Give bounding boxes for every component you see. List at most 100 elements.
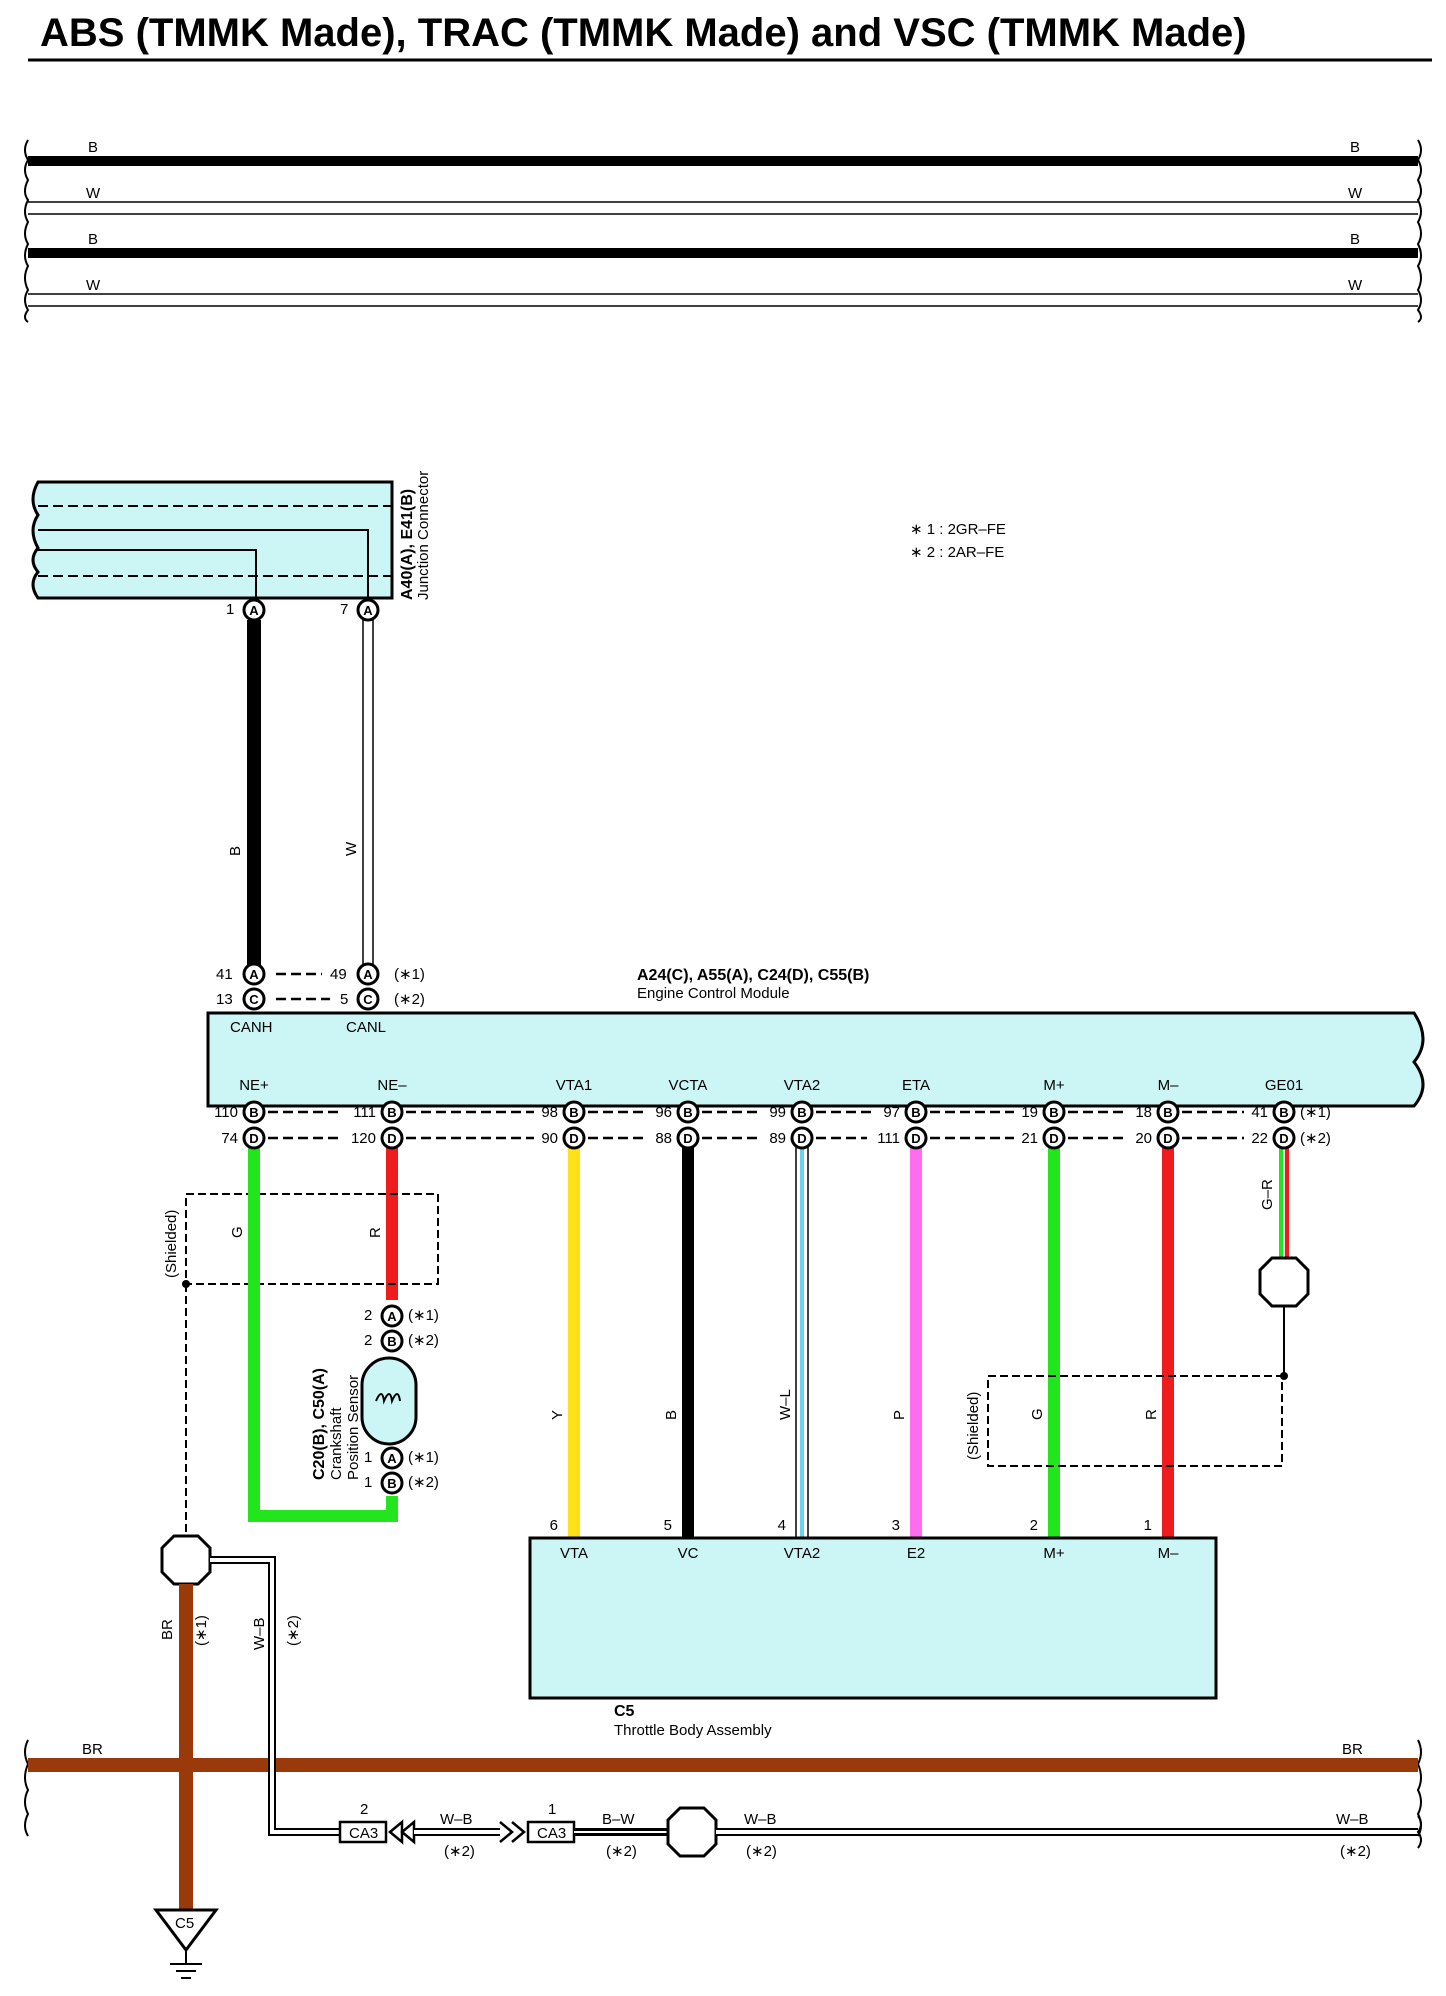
wire-color-label: G [229,1226,246,1238]
can-h-wire [247,620,261,966]
ecm-pin-row1-7: B [1156,1100,1180,1124]
pin-circle [1156,1126,1180,1150]
pin-letter: D [683,1131,692,1146]
ecm-box [206,1011,1425,1108]
ecm-pin-row2-2: D [562,1126,586,1150]
pin-circle [380,1100,404,1124]
ecm-pin-row2-0: D [242,1126,266,1150]
ecm-pin-row2-6: D [1042,1126,1066,1150]
wb-wire-color: W–B [251,1617,268,1650]
ecm-pin-num-row1-1: 111 [353,1104,376,1121]
ecm-pin-num-row2-2: 90 [541,1130,558,1147]
pin-letter: B [249,1105,258,1120]
pin-circle [242,598,266,622]
can-l-wire [362,619,374,967]
junction-pin-1: 1 [226,601,234,618]
bus-break-left [24,1739,30,1837]
pin-letter: D [797,1131,806,1146]
pin-letter: D [249,1131,258,1146]
wire-color-label: Y [549,1410,566,1420]
ground-c5: C5 [153,1908,219,1979]
ecm-name: Engine Control Module [637,985,790,1002]
wire-color-label: B [663,1410,680,1420]
sensor-code: C20(B), C50(A) [311,1368,328,1480]
ground-wire-color: BR [159,1619,176,1640]
wire-color-7: R [1143,1409,1160,1420]
tb-pin-0: 6 [550,1517,558,1534]
tb-terminal-2: VTA2 [784,1545,820,1562]
wire-2 [568,1130,580,1538]
page-title: ABS (TMMK Made), TRAC (TMMK Made) and VS… [40,11,1247,55]
sensor-pin-1b-circle: B [380,1471,404,1495]
ecm-pin-row2-5: D [904,1126,928,1150]
bottom-bus: BR BR [24,1739,1422,1837]
sensor-pin-1b-note: (∗2) [408,1474,439,1491]
wire-color-6: G [1029,1408,1046,1420]
ecm-pin-num-row1-0: 110 [214,1104,238,1121]
ecm-code: A24(C), A55(A), C24(D), C55(B) [637,967,869,984]
ecm-terminal-7: M– [1158,1077,1179,1094]
ca3-pin-1: 1 [548,1801,556,1818]
wire-color-label: R [367,1227,384,1238]
pin-circle [380,1126,404,1150]
ecm-pin-41-a: A [242,962,266,986]
tb-terminal-1: VC [678,1545,699,1562]
bus-label-br-right: BR [1342,1741,1363,1758]
wire-color-label: G–R [1259,1179,1276,1210]
bus-label-b2-left: B [88,231,98,248]
ecm-pin-41: 41 [216,966,233,983]
wire-3 [682,1130,694,1538]
ecm-pin-row1-8: B [1272,1100,1296,1124]
wb-bus-color-right: W–B [1336,1811,1369,1828]
tb-terminal-5: M– [1158,1545,1179,1562]
tb-terminal-4: M+ [1043,1545,1064,1562]
tb-terminal-0: VTA [560,1545,588,1562]
ecm-terminal-1: NE– [377,1077,407,1094]
pin-letter: D [569,1131,578,1146]
wb-bus: W–B (∗2) W–B (∗2) [716,1811,1422,1860]
ca3-pin-2: 2 [360,1801,368,1818]
ca3-female-icon [388,1819,416,1845]
ecm-pin-num-row2-5: 111 [877,1130,900,1147]
pin-circle [562,1126,586,1150]
wire-color-label: R [1143,1409,1160,1420]
pin-circle [242,1126,266,1150]
bw-wire-note: (∗2) [606,1843,637,1860]
can-l-wire-color: W [343,841,360,856]
pin-circle [242,1100,266,1124]
pin-letter: A [249,967,259,982]
sensor-pin-1a: 1 [364,1449,372,1466]
ne-plus-return-wire [248,1148,398,1522]
ecm-pin-num-row1-4: 99 [769,1104,786,1121]
wire-6 [1048,1130,1060,1538]
tb-pin-5: 1 [1144,1517,1152,1534]
ecm-pin-num-row1-3: 96 [655,1104,672,1121]
ecm-pin-13-c: C [242,987,266,1011]
ecm-terminal-canh: CANH [230,1019,273,1036]
pin-letter: A [249,603,259,618]
ca3-label-2: CA3 [349,1825,378,1842]
ecm-terminal-3: VCTA [669,1077,708,1094]
ecm-top-pins: 41 49 (∗1) 13 5 (∗2) [216,966,425,1008]
pin-letter: C [249,992,259,1007]
pin-circle [904,1126,928,1150]
sensor-pin-1a-circle: A [380,1446,404,1470]
pin-letter: B [683,1105,692,1120]
wire-color-label: G [1029,1408,1046,1420]
shield-label-motor: (Shielded) [965,1392,982,1460]
pin-circle [1156,1100,1180,1124]
wire-color-3: B [663,1410,680,1420]
ecm-terminal-5: ETA [902,1077,930,1094]
bus-break-right [1416,139,1422,323]
ecm-pin-num-row2-6: 21 [1021,1130,1038,1147]
ecm-terminal-8: GE01 [1265,1077,1303,1094]
pin-circle [380,1329,404,1353]
sensor-pin-2b-note: (∗2) [408,1332,439,1349]
shield-label-ne: (Shielded) [163,1210,180,1278]
ground-code: C5 [175,1915,194,1932]
wb-wire [210,1556,340,1836]
